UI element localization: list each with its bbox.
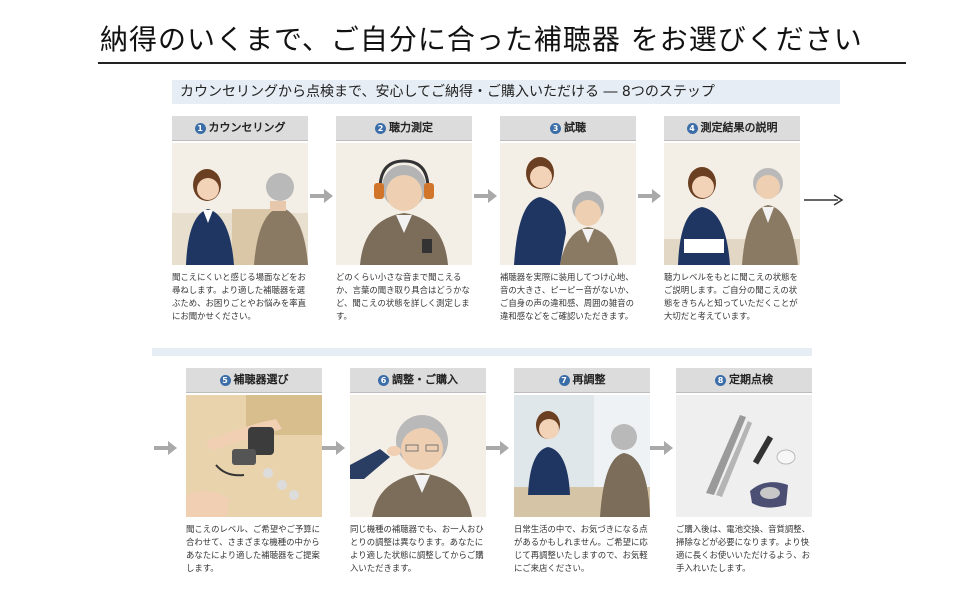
step-3-card: 3 試聴 補聴器を実際に装用してつけ心地、音の大きさ、ピーピー音がないか、ご自身… (500, 116, 636, 323)
step-5-label: 補聴器選び (233, 373, 289, 386)
step-1-description: 聞こえにくいと感じる場面などをお尋ねします。より適した補聴器を選ぶため、お困りご… (172, 272, 306, 321)
steps-subtitle: カウンセリングから点検まで、安心してご納得・ご購入いただける ― 8つのステップ (172, 80, 840, 104)
hearing-test-illustration (336, 143, 472, 265)
step-1-label: カウンセリング (208, 121, 286, 134)
row-separator (152, 348, 812, 356)
step-7-header: 7 再調整 (514, 368, 650, 393)
step-6-header: 6 調整・ご購入 (350, 368, 486, 393)
flow-arrow-icon (154, 440, 178, 460)
step-8-number-badge: 8 (715, 374, 726, 386)
step-7-number-badge: 7 (558, 374, 570, 386)
flow-arrow-icon (322, 440, 346, 460)
step-3-header: 3 試聴 (500, 116, 636, 141)
step-5-description: 聞こえのレベル、ご希望やご予算に合わせて、さまざまな機種の中からあなたにより適し… (186, 524, 320, 573)
step-8-description: ご購入後は、電池交換、音質調整、掃除などが必要になります。より快適に長くお使いい… (676, 524, 810, 573)
step-2-number-badge: 2 (375, 122, 386, 134)
step-5-header: 5 補聴器選び (186, 368, 322, 393)
step-5-card: 5 補聴器選び 聞こえのレベル、ご希望やご予算に合わせて、さまざまな機種の中から… (186, 368, 322, 575)
step-4-card: 4 測定結果の説明 聴力レベルをもとに聞こえの状態をご説明します。ご自分の聞こえ… (664, 116, 800, 323)
continue-arrow-icon (804, 192, 844, 211)
counseling-illustration (172, 143, 308, 265)
adjustment-purchase-illustration (350, 395, 486, 517)
step-6-card: 6 調整・ご購入 同じ機種の補聴器でも、お一人おひとりの調整は異なります。あなた… (350, 368, 486, 575)
step-4-number-badge: 4 (686, 122, 698, 134)
readjustment-illustration (514, 395, 650, 517)
step-2-header: 2 聴力測定 (336, 116, 472, 141)
step-3-number-badge: 3 (550, 122, 561, 134)
flow-arrow-icon (638, 188, 662, 208)
flow-arrow-icon (650, 440, 674, 460)
step-5-number-badge: 5 (219, 374, 231, 386)
step-6-label: 調整・ご購入 (392, 373, 458, 386)
page-title: 納得のいくまで、ご自分に合った補聴器 をお選びください (100, 23, 863, 56)
results-explanation-illustration (664, 143, 800, 265)
step-7-label: 再調整 (572, 373, 606, 386)
step-1-number-badge: 1 (194, 122, 206, 134)
flow-arrow-icon (310, 188, 334, 208)
flow-arrow-icon (486, 440, 510, 460)
step-2-card: 2 聴力測定 どのくらい小さな音まで聞こえるか、言葉の聞き取り具合はどうかなど、… (336, 116, 472, 323)
step-6-description: 同じ機種の補聴器でも、お一人おひとりの調整は異なります。あなたにより適した状態に… (350, 524, 484, 573)
step-1-card: 1 カウンセリング 聞こえにくいと感じる場面などをお尋ねします。より適した補聴器… (172, 116, 308, 323)
maintenance-tools-illustration (676, 395, 812, 517)
step-7-description: 日常生活の中で、お気づきになる点があるかもしれません。ご希望に応じて再調整いたし… (514, 524, 648, 573)
step-4-label: 測定結果の説明 (700, 121, 778, 134)
hearing-aid-selection-illustration (186, 395, 322, 517)
step-4-header: 4 測定結果の説明 (664, 116, 800, 141)
step-4-description: 聴力レベルをもとに聞こえの状態をご説明します。ご自分の聞こえの状態をきちんと知っ… (664, 272, 798, 321)
step-2-description: どのくらい小さな音まで聞こえるか、言葉の聞き取り具合はどうかなど、聞こえの状態を… (336, 272, 470, 321)
step-2-label: 聴力測定 (389, 121, 433, 134)
step-3-label: 試聴 (564, 121, 586, 134)
step-3-description: 補聴器を実際に装用してつけ心地、音の大きさ、ピーピー音がないか、ご自身の声の違和… (500, 272, 634, 321)
step-8-header: 8 定期点検 (676, 368, 812, 393)
step-1-header: 1 カウンセリング (172, 116, 308, 141)
flow-arrow-icon (474, 188, 498, 208)
step-7-card: 7 再調整 日常生活の中で、お気づきになる点があるかもしれません。ご希望に応じて… (514, 368, 650, 575)
step-6-number-badge: 6 (378, 374, 389, 386)
title-divider (98, 62, 906, 64)
trial-fitting-illustration (500, 143, 636, 265)
step-8-card: 8 定期点検 ご購入後は、電池交換、音質調整、掃除などが必要になります。より快適… (676, 368, 812, 575)
step-8-label: 定期点検 (729, 373, 773, 386)
